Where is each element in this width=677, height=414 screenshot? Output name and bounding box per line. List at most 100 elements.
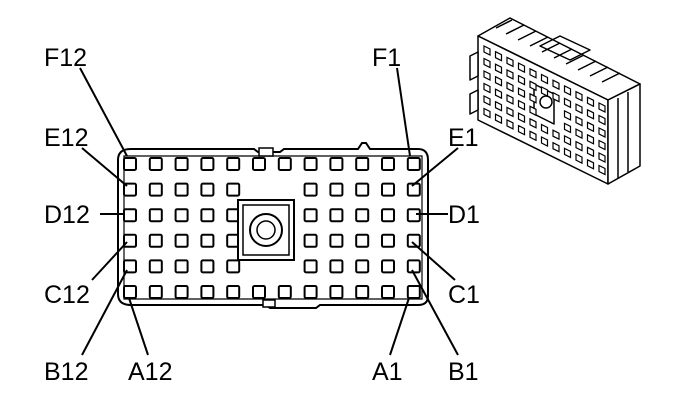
leader-c1 bbox=[411, 241, 456, 281]
pin-cavity-F7 bbox=[252, 157, 266, 171]
label-a12: A12 bbox=[128, 358, 172, 386]
pin-cavity-C11 bbox=[148, 233, 163, 248]
pin-cavity-E11 bbox=[148, 182, 163, 197]
leader-b12 bbox=[81, 269, 128, 356]
pin-cavity-A6 bbox=[277, 285, 292, 299]
isometric-pin-cavity bbox=[586, 108, 595, 120]
isometric-pin-cavity bbox=[552, 141, 560, 153]
isometric-pin-cavity bbox=[529, 130, 537, 142]
pin-cavity-B11 bbox=[148, 259, 163, 274]
isometric-pin-cavity bbox=[494, 50, 503, 62]
pin-cavity-A3 bbox=[355, 285, 370, 299]
pin-cavity-E2 bbox=[381, 182, 395, 197]
pin-cavity-F12 bbox=[123, 157, 137, 171]
label-f1: F1 bbox=[372, 44, 401, 72]
pin-labels: F12 F1 E12 E1 D12 D1 C12 C1 B12 B1 A12 A… bbox=[44, 44, 480, 386]
pin-cavity-A2 bbox=[381, 285, 395, 299]
pin-cavity-F5 bbox=[303, 157, 318, 171]
pin-cavity-A1 bbox=[406, 285, 421, 299]
isometric-pin-cavity bbox=[483, 95, 491, 106]
isometric-pin-cavity bbox=[483, 82, 491, 94]
leader-a1 bbox=[389, 297, 410, 356]
pin-cavity-E5 bbox=[303, 182, 318, 197]
isometric-pin-cavity bbox=[563, 109, 572, 121]
pin-cavity-B2 bbox=[381, 259, 395, 274]
pin-cavity-D12 bbox=[123, 208, 137, 223]
isometric-pin-cavity bbox=[575, 153, 583, 165]
isometric-pin-cavity bbox=[506, 118, 514, 130]
pin-cavity-F6 bbox=[277, 157, 292, 171]
pin-cavity-A11 bbox=[148, 285, 163, 299]
leader-lines bbox=[79, 67, 459, 356]
isometric-pin-cavity bbox=[540, 73, 549, 85]
leader-b1 bbox=[411, 269, 459, 356]
leader-f1 bbox=[396, 67, 411, 157]
isometric-pin-cavity bbox=[563, 134, 572, 146]
isometric-pin-cavity bbox=[494, 63, 503, 75]
pin-cavity-E9 bbox=[200, 182, 215, 197]
isometric-center-post bbox=[539, 95, 553, 109]
leader-c12 bbox=[91, 241, 128, 281]
pin-cavity-E3 bbox=[355, 182, 370, 197]
pin-cavity-A9 bbox=[200, 285, 215, 299]
isometric-pin-cavity bbox=[517, 124, 526, 136]
isometric-pin-cavity bbox=[575, 128, 583, 140]
isometric-pin-cavity bbox=[517, 62, 526, 74]
isometric-pin-cavity bbox=[575, 103, 583, 115]
pin-cavity-C5 bbox=[303, 233, 318, 248]
isometric-pin-cavity bbox=[563, 97, 572, 109]
pin-cavity-D9 bbox=[200, 208, 215, 223]
isometric-pin-cavity bbox=[575, 115, 583, 127]
isometric-pin-cavity bbox=[483, 107, 491, 119]
pin-cavity-B9 bbox=[200, 259, 215, 274]
pin-cavity-grid bbox=[123, 157, 421, 299]
isometric-pin-cavity bbox=[494, 100, 503, 112]
isometric-pin-cavity bbox=[586, 121, 595, 133]
pin-cavity-F8 bbox=[226, 157, 241, 171]
pin-cavity-D3 bbox=[355, 208, 370, 223]
isometric-pin-cavity bbox=[494, 75, 503, 87]
pin-cavity-F9 bbox=[200, 157, 215, 171]
isometric-pin-cavity bbox=[598, 102, 606, 113]
isometric-pin-cavity bbox=[552, 91, 560, 103]
label-c12: C12 bbox=[44, 281, 90, 309]
isometric-pin-cavity bbox=[529, 105, 537, 117]
leader-e12 bbox=[81, 147, 128, 187]
isometric-pin-cavity bbox=[586, 158, 595, 170]
isometric-pin-cavity bbox=[529, 117, 537, 129]
isometric-pin-cavity bbox=[563, 122, 572, 134]
pin-cavity-C9 bbox=[200, 233, 215, 248]
isometric-pin-cavity bbox=[494, 113, 503, 125]
isometric-pin-cavity bbox=[517, 74, 526, 86]
isometric-pin-cavity bbox=[540, 136, 549, 147]
pin-cavity-A10 bbox=[174, 285, 189, 299]
label-c1: C1 bbox=[448, 281, 480, 309]
isometric-pin-cavity bbox=[586, 146, 595, 158]
pin-cavity-A5 bbox=[303, 285, 318, 299]
pin-cavity-B1 bbox=[406, 259, 421, 274]
leader-f12 bbox=[79, 67, 128, 157]
pin-cavity-F10 bbox=[174, 157, 189, 171]
label-e12: E12 bbox=[44, 124, 88, 152]
isometric-pin-cavity bbox=[517, 112, 526, 124]
isometric-pin-cavity bbox=[506, 68, 514, 80]
pin-cavity-D10 bbox=[174, 208, 189, 223]
pin-cavity-A7 bbox=[252, 285, 266, 299]
isometric-pin-cavity bbox=[506, 81, 514, 93]
leader-a12 bbox=[128, 297, 149, 356]
isometric-pin-cavity bbox=[552, 129, 560, 141]
isometric-pin-cavity bbox=[517, 87, 526, 99]
isometric-pin-cavity bbox=[598, 164, 606, 176]
label-e1: E1 bbox=[448, 124, 479, 152]
label-f12: F12 bbox=[44, 44, 87, 72]
pin-cavity-C12 bbox=[123, 233, 137, 248]
pin-cavity-D11 bbox=[148, 208, 163, 223]
isometric-pin-cavity bbox=[506, 93, 514, 105]
label-b12: B12 bbox=[44, 358, 88, 386]
isometric-pin-cavity bbox=[540, 123, 549, 135]
isometric-pin-cavity bbox=[598, 152, 606, 163]
isometric-pin-cavity bbox=[529, 92, 537, 104]
pin-cavity-C1 bbox=[406, 233, 421, 248]
pin-cavity-E10 bbox=[174, 182, 189, 197]
